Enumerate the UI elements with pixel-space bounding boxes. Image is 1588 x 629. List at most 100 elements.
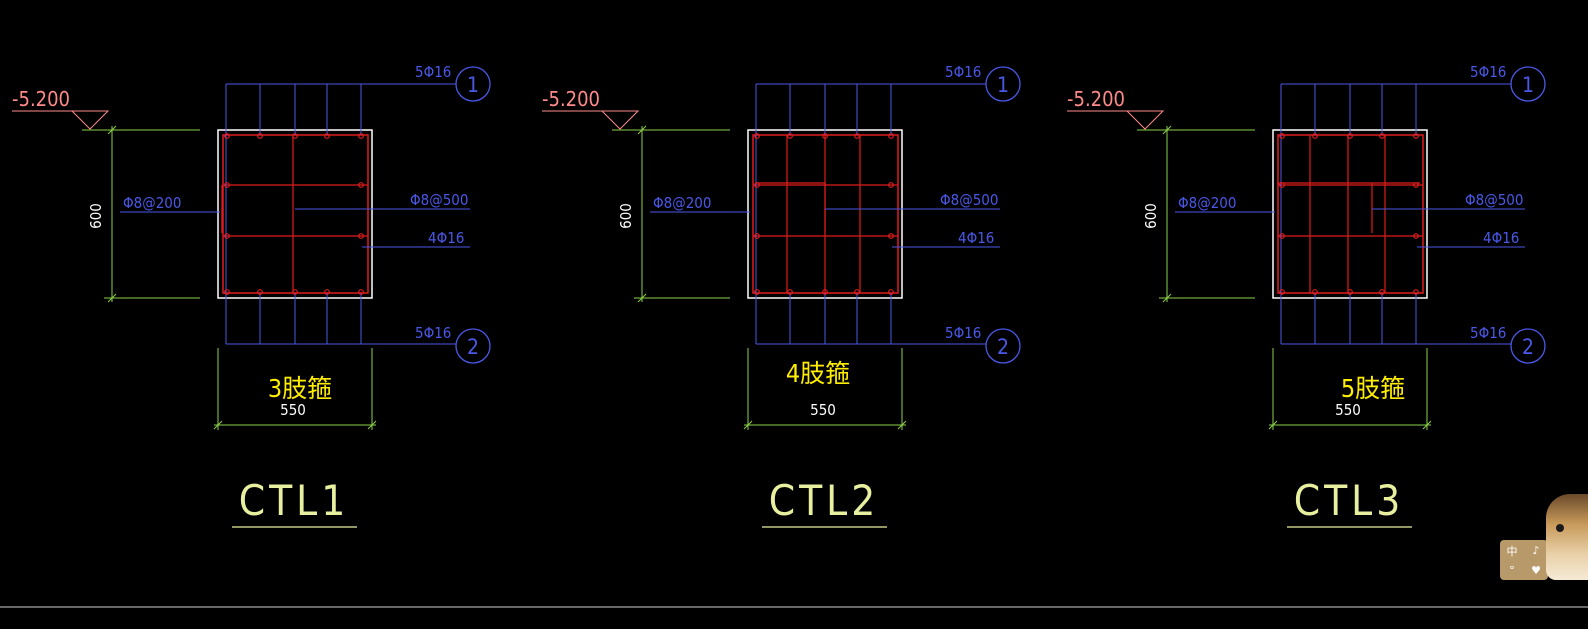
level-marker-icon — [600, 110, 640, 130]
rebar-top-1 — [1312, 133, 1318, 139]
axis-label-top: 1 — [1522, 73, 1534, 97]
axis-label-top: 1 — [467, 73, 479, 97]
height-dim-text: 600 — [87, 203, 105, 229]
width-dim-tick-left — [1268, 420, 1278, 430]
rebar-side-3 — [358, 233, 364, 239]
rebar-bottom-0 — [224, 289, 230, 295]
rebar-bottom-0 — [1279, 289, 1285, 295]
rebar-bottom-4 — [888, 289, 894, 295]
axis-bubble-top — [1510, 66, 1546, 102]
ime-punct-icon[interactable]: ♪ — [1532, 544, 1540, 558]
side-bar-label: 4Φ16 — [428, 229, 464, 247]
width-dim-tick-left — [213, 420, 223, 430]
mascot-dog-icon[interactable] — [1546, 494, 1588, 580]
ime-char-icon[interactable]: 中 — [1506, 544, 1518, 558]
rebar-top-0 — [754, 133, 760, 139]
rebar-top-4 — [888, 133, 894, 139]
stirrup-legs-note: 5肢箍 — [1341, 374, 1405, 403]
rebar-top-3 — [1379, 133, 1385, 139]
height-dim-tick-bottom — [1162, 293, 1172, 303]
section-title: CTL1 — [239, 476, 350, 525]
axis-label-bottom: 2 — [1522, 335, 1534, 359]
rebar-top-1 — [257, 133, 263, 139]
rebar-bottom-3 — [1379, 289, 1385, 295]
axis-label-bottom: 2 — [997, 335, 1009, 359]
rebar-side-2 — [224, 233, 230, 239]
height-dim-tick-top — [1162, 125, 1172, 135]
height-dim-text: 600 — [1142, 203, 1160, 229]
bottom-bar-label: 5Φ16 — [945, 324, 981, 342]
height-dim-tick-top — [107, 125, 117, 135]
level-label: -5.200 — [1067, 87, 1125, 111]
ime-symbol-icon[interactable]: ° — [1509, 564, 1515, 578]
tie-label: Φ8@500 — [940, 191, 998, 209]
bottom-bar-label: 5Φ16 — [1470, 324, 1506, 342]
rebar-side-1 — [888, 182, 894, 188]
axis-bubble-bottom — [985, 328, 1021, 364]
axis-bubble-bottom — [455, 328, 491, 364]
rebar-top-0 — [1279, 133, 1285, 139]
rebar-bottom-4 — [1413, 289, 1419, 295]
section-title: CTL2 — [769, 476, 880, 525]
axis-label-top: 1 — [997, 73, 1009, 97]
rebar-top-4 — [358, 133, 364, 139]
height-dim-tick-top — [637, 125, 647, 135]
rebar-bottom-1 — [257, 289, 263, 295]
rebar-top-1 — [787, 133, 793, 139]
top-bar-label: 5Φ16 — [1470, 63, 1506, 81]
width-dim-tick-right — [1422, 420, 1432, 430]
rebar-side-2 — [1279, 233, 1285, 239]
rebar-bottom-1 — [787, 289, 793, 295]
rebar-bottom-4 — [358, 289, 364, 295]
rebar-bottom-0 — [754, 289, 760, 295]
stirrup-label: Φ8@200 — [123, 194, 181, 212]
stirrup-outer — [222, 134, 369, 294]
rebar-top-4 — [1413, 133, 1419, 139]
width-dim-text: 550 — [280, 401, 306, 419]
rebar-bottom-3 — [324, 289, 330, 295]
mascot-eye-icon — [1556, 524, 1564, 532]
ime-skin-icon[interactable]: ♥ — [1531, 564, 1541, 578]
side-bar-label: 4Φ16 — [958, 229, 994, 247]
height-dim-tick-bottom — [637, 293, 647, 303]
side-bar-label: 4Φ16 — [1483, 229, 1519, 247]
section-title: CTL3 — [1294, 476, 1405, 525]
rebar-bottom-1 — [1312, 289, 1318, 295]
level-marker-icon — [1125, 110, 1165, 130]
top-bar-label: 5Φ16 — [945, 63, 981, 81]
axis-label-bottom: 2 — [467, 335, 479, 359]
tie-label: Φ8@500 — [410, 191, 468, 209]
level-marker-icon — [70, 110, 110, 130]
rebar-top-0 — [224, 133, 230, 139]
tie-label: Φ8@500 — [1465, 191, 1523, 209]
bottom-bar-label: 5Φ16 — [415, 324, 451, 342]
width-dim-text: 550 — [810, 401, 836, 419]
rebar-top-3 — [854, 133, 860, 139]
width-dim-tick-left — [743, 420, 753, 430]
rebar-side-1 — [358, 182, 364, 188]
level-label: -5.200 — [542, 87, 600, 111]
rebar-top-3 — [324, 133, 330, 139]
width-dim-tick-right — [367, 420, 377, 430]
stirrup-outer — [1277, 134, 1424, 294]
stirrup-legs-note: 4肢箍 — [786, 359, 850, 388]
axis-bubble-bottom — [1510, 328, 1546, 364]
ime-toolbar-widget[interactable]: 中 ♪ ° ♥ — [1500, 540, 1548, 580]
pile-section-outline — [1272, 129, 1428, 299]
rebar-side-3 — [888, 233, 894, 239]
stirrup-label: Φ8@200 — [1178, 194, 1236, 212]
pile-section-outline — [217, 129, 373, 299]
rebar-side-3 — [1413, 233, 1419, 239]
height-dim-tick-bottom — [107, 293, 117, 303]
width-dim-text: 550 — [1335, 401, 1361, 419]
height-dim-text: 600 — [617, 203, 635, 229]
rebar-bottom-3 — [854, 289, 860, 295]
rebar-side-2 — [754, 233, 760, 239]
level-label: -5.200 — [12, 87, 70, 111]
top-bar-label: 5Φ16 — [415, 63, 451, 81]
axis-bubble-top — [455, 66, 491, 102]
